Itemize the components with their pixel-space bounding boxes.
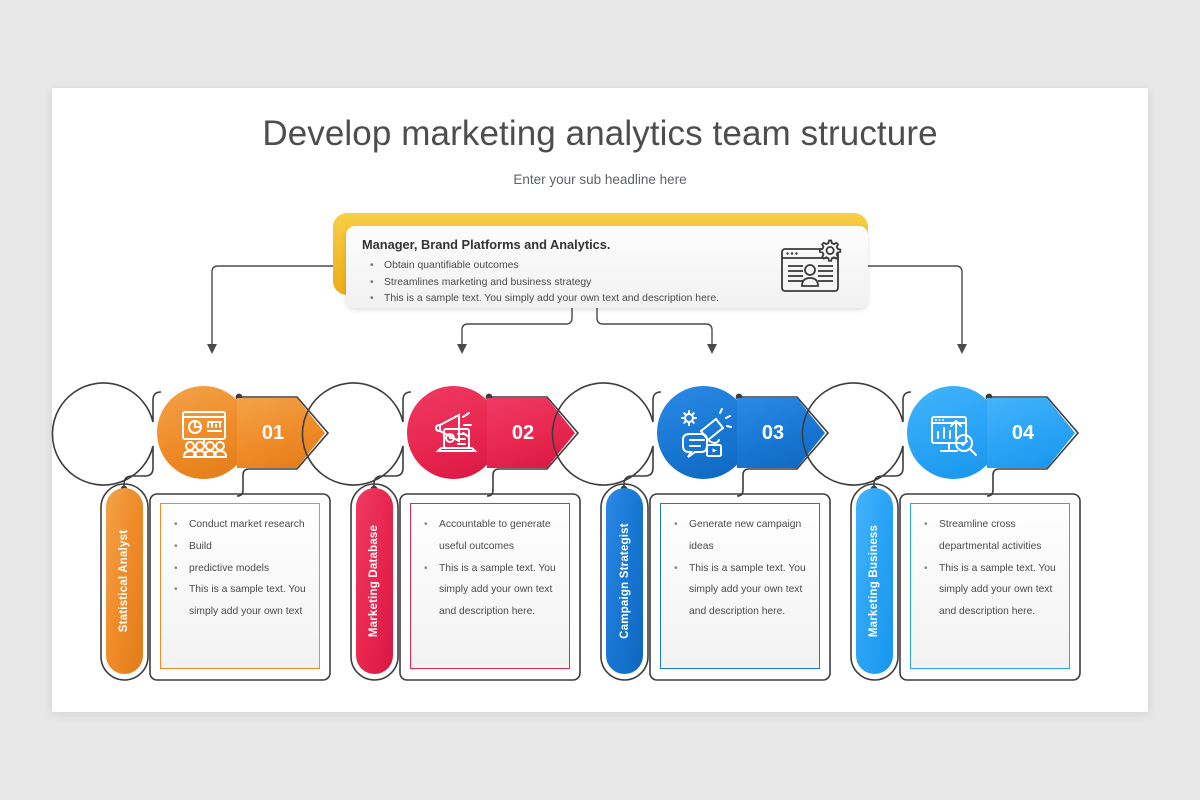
- column-card-01: Conduct market research Build predictive…: [155, 498, 325, 674]
- step-number: 03: [761, 421, 785, 444]
- list-item: Streamline cross departmental activities: [917, 514, 1061, 558]
- column-card-inner: Accountable to generate useful outcomes …: [410, 503, 570, 669]
- list-item: This is a sample text. You simply add yo…: [417, 558, 561, 623]
- list-item: This is a sample text. You simply add yo…: [917, 558, 1061, 623]
- column-outline: [801, 382, 1081, 681]
- column-card-02: Accountable to generate useful outcomes …: [405, 498, 575, 674]
- slide-canvas: Develop marketing analytics team structu…: [51, 88, 1148, 712]
- column-card-inner: Generate new campaign ideas This is a sa…: [660, 503, 820, 669]
- list-item: predictive models: [167, 558, 311, 580]
- column-icon-circle-04[interactable]: [907, 386, 1000, 479]
- column-icon-circle-01[interactable]: [157, 386, 250, 479]
- presentation-chart-audience-icon: [181, 410, 227, 458]
- column-card-inner: Conduct market research Build predictive…: [160, 503, 320, 669]
- step-number: 04: [1011, 421, 1035, 444]
- list-item: Conduct market research: [167, 514, 311, 536]
- column-icon-circle-03[interactable]: [657, 386, 750, 479]
- manager-heading: Manager, Brand Platforms and Analytics.: [362, 237, 611, 252]
- step-number: 01: [261, 421, 285, 444]
- monitor-analytics-search-icon: [930, 415, 977, 456]
- megaphone-gear-chat-icon: [680, 407, 732, 458]
- column-card-03: Generate new campaign ideas This is a sa…: [655, 498, 825, 674]
- id-card-gear-icon: [781, 239, 842, 292]
- sidebar-item-label-pill-04[interactable]: Marketing Business: [856, 488, 893, 674]
- list-item: This is a sample text. You simply add yo…: [167, 579, 311, 623]
- list-item: Streamlines marketing and business strat…: [362, 275, 852, 292]
- page-subtitle: Enter your sub headline here: [513, 172, 687, 187]
- sidebar-item-label-pill-01[interactable]: Statistical Analyst: [106, 488, 143, 674]
- column-label: Statistical Analyst: [118, 529, 131, 633]
- column-bullet-list: Generate new campaign ideas This is a sa…: [667, 514, 811, 623]
- column-bullet-list: Conduct market research Build predictive…: [167, 514, 311, 623]
- column-card-04: Streamline cross departmental activities…: [905, 498, 1075, 674]
- list-item: This is a sample text. You simply add yo…: [667, 558, 811, 623]
- column-bullet-list: Accountable to generate useful outcomes …: [417, 514, 561, 623]
- manager-bullet-list: Obtain quantifiable outcomes Streamlines…: [362, 258, 852, 308]
- column-outline: [51, 382, 331, 681]
- list-item: Generate new campaign ideas: [667, 514, 811, 558]
- column-label: Marketing Business: [868, 524, 881, 638]
- column-icon-circle-02[interactable]: [407, 386, 500, 479]
- megaphone-laptop-icon: [434, 411, 477, 452]
- page-title: Develop marketing analytics team structu…: [262, 114, 938, 153]
- column-label: Campaign Strategist: [618, 523, 631, 639]
- list-item: Build: [167, 536, 311, 558]
- sidebar-item-label-pill-03[interactable]: Campaign Strategist: [606, 488, 643, 674]
- column-bullet-list: Streamline cross departmental activities…: [917, 514, 1061, 623]
- list-item: Obtain quantifiable outcomes: [362, 258, 852, 275]
- list-item: This is a sample text. You simply add yo…: [362, 291, 852, 308]
- column-label: Marketing Database: [368, 524, 381, 638]
- manager-box[interactable]: Manager, Brand Platforms and Analytics. …: [333, 213, 868, 308]
- sidebar-item-label-pill-02[interactable]: Marketing Database: [356, 488, 393, 674]
- step-number: 02: [511, 421, 535, 444]
- list-item: Accountable to generate useful outcomes: [417, 514, 561, 558]
- manager-body: Manager, Brand Platforms and Analytics. …: [346, 226, 868, 308]
- column-card-inner: Streamline cross departmental activities…: [910, 503, 1070, 669]
